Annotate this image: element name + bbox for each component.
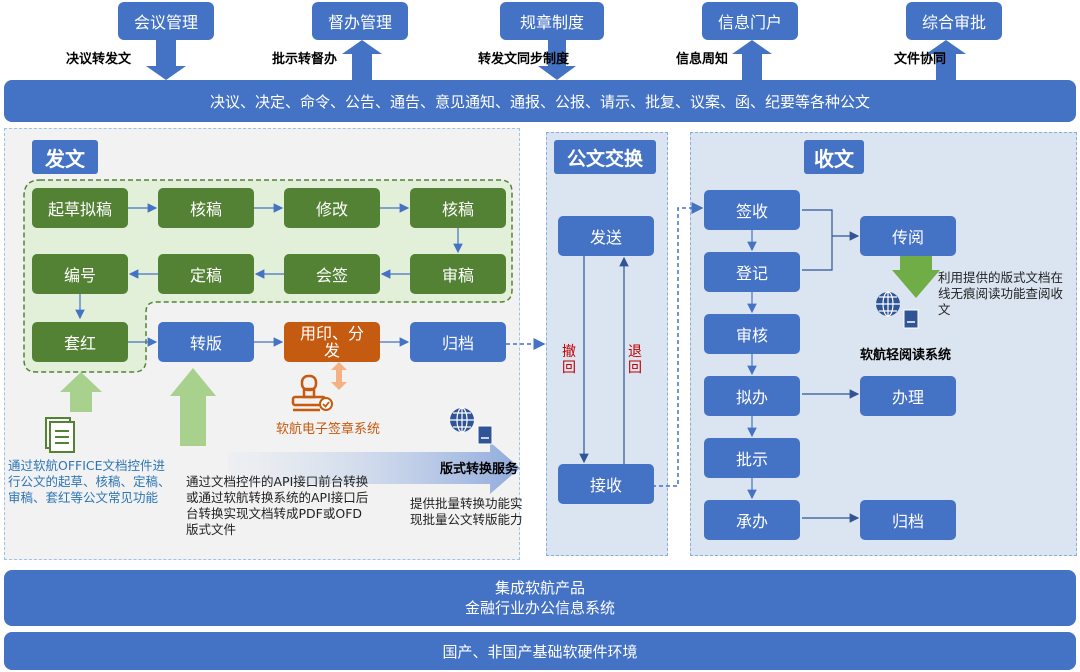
withdraw-label: 撤回 bbox=[562, 344, 576, 376]
step-sign[interactable]: 签收 bbox=[704, 190, 800, 230]
step-seal-label: 用印、分发 bbox=[299, 324, 364, 360]
office-control-note: 通过软航OFFICE文档控件进行公文的起草、核稿、定稿、审稿、套红等公文常见功能 bbox=[8, 458, 171, 505]
environment-text: 国产、非国产基础软硬件环境 bbox=[442, 642, 638, 661]
step-modify[interactable]: 修改 bbox=[284, 188, 380, 228]
step-archive-send[interactable]: 归档 bbox=[410, 322, 506, 362]
environment-band: 国产、非国产基础软硬件环境 bbox=[4, 632, 1076, 670]
step-review[interactable]: 审稿 bbox=[410, 254, 506, 294]
module-regulations[interactable]: 规章制度 bbox=[500, 2, 604, 40]
module-portal[interactable]: 信息门户 bbox=[702, 2, 798, 40]
step-convert[interactable]: 转版 bbox=[158, 322, 254, 362]
doc-types-text: 决议、决定、命令、公告、通告、意见通知、通报、公报、请示、批复、议案、函、纪要等… bbox=[209, 92, 870, 111]
step-handle[interactable]: 办理 bbox=[860, 376, 956, 416]
module-supervise[interactable]: 督办管理 bbox=[312, 2, 408, 40]
step-audit[interactable]: 审核 bbox=[704, 314, 800, 354]
integration-line1: 集成软航产品 bbox=[494, 579, 585, 597]
step-instruct[interactable]: 批示 bbox=[704, 438, 800, 478]
step-check1[interactable]: 核稿 bbox=[158, 188, 254, 228]
exchange-receive-button[interactable]: 接收 bbox=[558, 464, 654, 504]
send-title: 发文 bbox=[32, 140, 98, 174]
format-service-label: 版式转换服务 bbox=[440, 462, 519, 477]
document-icon bbox=[40, 414, 80, 454]
doc-types-band: 决议、决定、命令、公告、通告、意见通知、通报、公报、请示、批复、议案、函、纪要等… bbox=[4, 80, 1076, 122]
signature-system-label: 软航电子签章系统 bbox=[276, 422, 381, 437]
step-red-header[interactable]: 套红 bbox=[32, 322, 128, 362]
tag-meeting: 决议转发文 bbox=[66, 52, 132, 67]
api-note: 通过文档控件的API接口前台转换或通过软航转换系统的API接口后台转换实现文档转… bbox=[186, 474, 369, 537]
step-archive-receive[interactable]: 归档 bbox=[860, 500, 956, 540]
step-number[interactable]: 编号 bbox=[32, 254, 128, 294]
step-check2[interactable]: 核稿 bbox=[410, 188, 506, 228]
globe-doc-icon bbox=[448, 406, 496, 446]
step-propose[interactable]: 拟办 bbox=[704, 376, 800, 416]
step-draft[interactable]: 起草拟稿 bbox=[32, 188, 128, 228]
step-undertake[interactable]: 承办 bbox=[704, 500, 800, 540]
exchange-title: 公文交换 bbox=[554, 140, 656, 174]
tag-regulations: 转发文同步制度 bbox=[478, 52, 570, 67]
module-meeting[interactable]: 会议管理 bbox=[118, 2, 214, 40]
step-seal[interactable]: 用印、分发 bbox=[284, 322, 380, 362]
step-finalize[interactable]: 定稿 bbox=[158, 254, 254, 294]
reader-system-label: 软航轻阅读系统 bbox=[860, 348, 952, 363]
reader-globe-icon bbox=[874, 290, 922, 330]
step-circulate[interactable]: 传阅 bbox=[860, 216, 956, 256]
integration-line2: 金融行业办公信息系统 bbox=[464, 599, 615, 617]
integration-band: 集成软航产品 金融行业办公信息系统 bbox=[4, 570, 1076, 626]
tag-approval: 文件协同 bbox=[894, 52, 947, 67]
step-register[interactable]: 登记 bbox=[704, 252, 800, 292]
batch-note: 提供批量转换功能实现批量公文转版能力 bbox=[410, 496, 523, 527]
step-countersign[interactable]: 会签 bbox=[284, 254, 380, 294]
module-approval[interactable]: 综合审批 bbox=[906, 2, 1002, 40]
receive-title: 收文 bbox=[804, 140, 864, 174]
return-label: 退回 bbox=[628, 344, 642, 376]
exchange-send-button[interactable]: 发送 bbox=[558, 216, 654, 256]
reader-note: 利用提供的版式文档在线无痕阅读功能查阅收文 bbox=[938, 270, 1064, 317]
tag-portal: 信息周知 bbox=[676, 52, 729, 67]
seal-stamp-icon bbox=[290, 374, 336, 414]
tag-supervise: 批示转督办 bbox=[272, 52, 338, 67]
